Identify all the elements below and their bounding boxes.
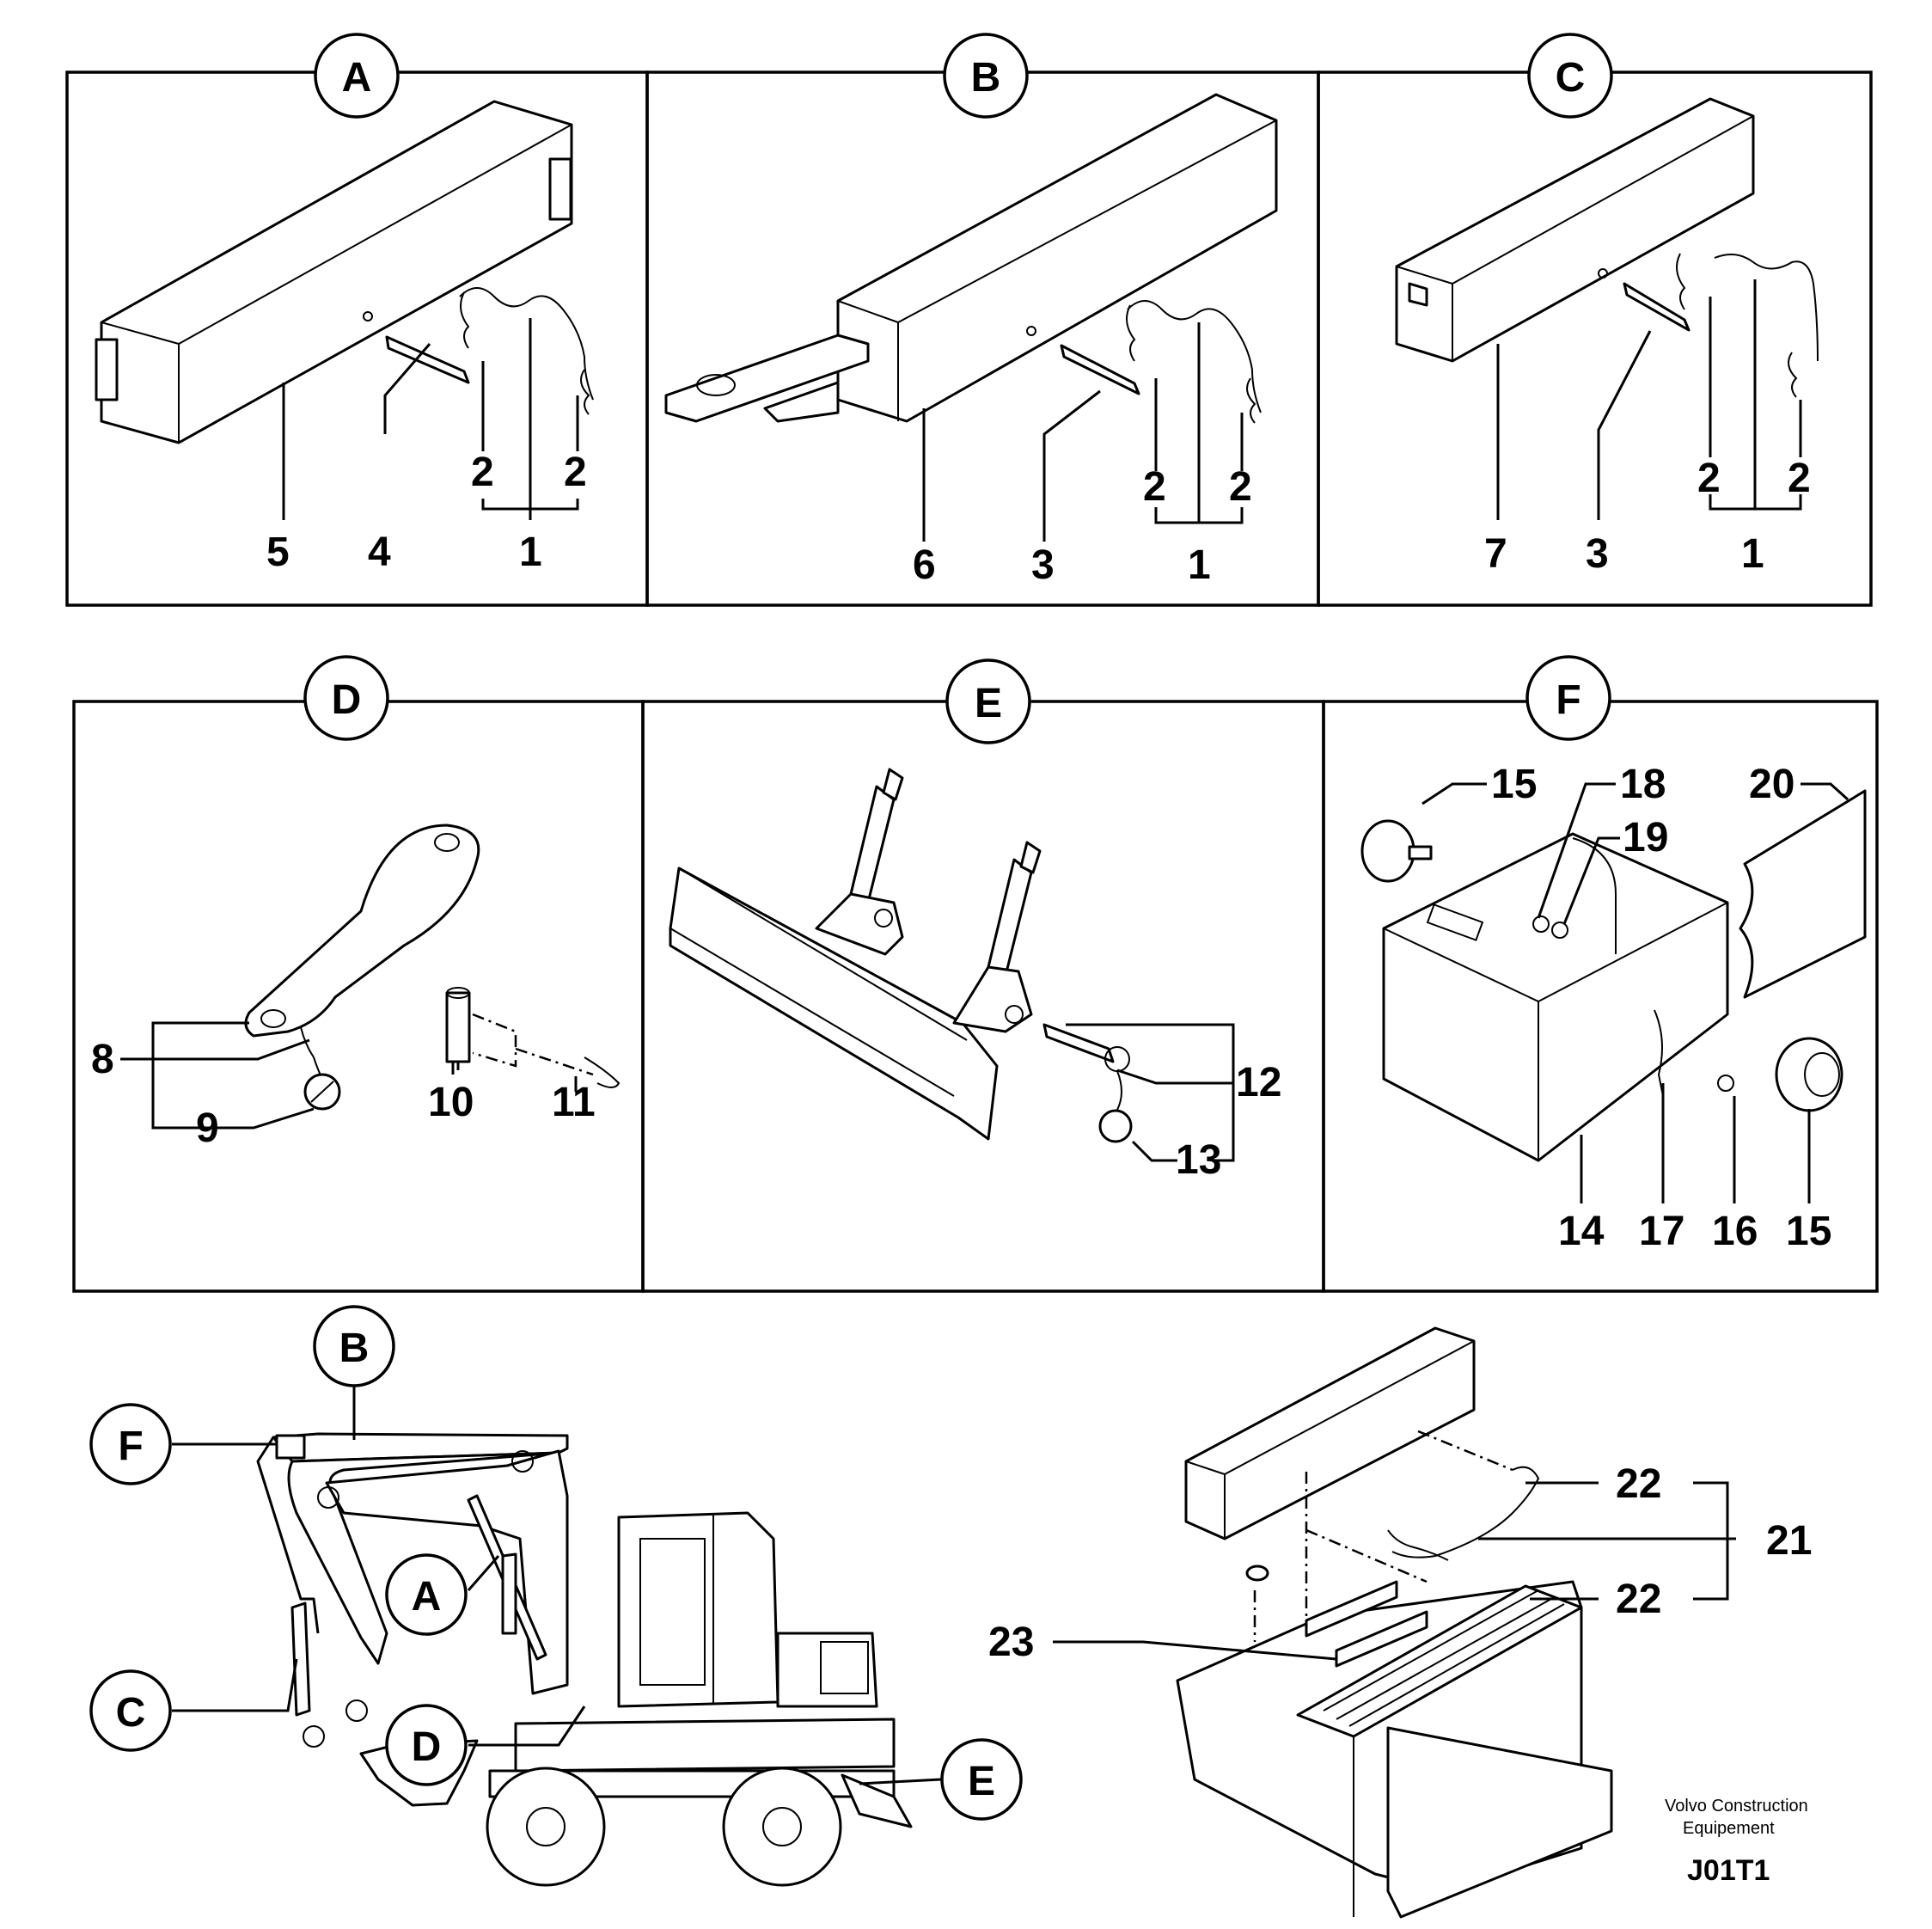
callout-15: 15: [1786, 1209, 1831, 1254]
cab: [617, 1511, 780, 1708]
chain: [459, 287, 594, 401]
callout-21: 21: [1766, 1518, 1812, 1564]
panel-e-drawing: 12 13: [669, 768, 1281, 1183]
svg-text:C: C: [116, 1690, 146, 1736]
callout-11: 11: [552, 1080, 596, 1125]
front-wheel: [486, 1767, 606, 1887]
svg-text:E: E: [968, 1759, 995, 1804]
callout-7: 7: [1484, 531, 1507, 577]
callout-18: 18: [1620, 762, 1666, 807]
knob-15: [1775, 1037, 1843, 1112]
short-beam: [1395, 97, 1755, 363]
callout-2: 2: [1788, 456, 1811, 501]
company-name-line2: Equipement: [1683, 1819, 1775, 1838]
chassis: [514, 1718, 896, 1773]
box-f: [275, 1434, 306, 1460]
callout-12: 12: [1236, 1060, 1281, 1105]
svg-text:C: C: [1556, 55, 1586, 101]
callout-2: 2: [1143, 464, 1166, 510]
callout-3: 3: [1586, 531, 1609, 577]
callout-1: 1: [1741, 531, 1764, 577]
panel-a-drawing: 5 4 1 2 2: [95, 100, 594, 575]
callout-2: 2: [471, 450, 494, 495]
overview-label-f: F: [89, 1403, 172, 1485]
storage-assembly: 22 21 22 23: [988, 1326, 1812, 1919]
company-name: Volvo Construction: [1665, 1797, 1808, 1816]
pin: [385, 335, 470, 384]
panel-c-label: C: [1527, 33, 1613, 119]
panel-a-label: A: [314, 33, 400, 119]
beam-lug: [836, 93, 1278, 423]
beam-channel: [100, 100, 573, 444]
callout-20: 20: [1749, 762, 1794, 807]
callout-2: 2: [1229, 464, 1252, 510]
callout-3: 3: [1031, 542, 1055, 588]
svg-text:A: A: [412, 1574, 442, 1620]
pin-10: [445, 991, 471, 1063]
panel-e-label: E: [945, 658, 1031, 744]
panel-b-label: B: [943, 33, 1029, 119]
svg-text:A: A: [342, 55, 372, 101]
callout-2: 2: [1697, 456, 1721, 501]
panel-d-drawing: 8 9 10 11: [91, 824, 621, 1151]
callout-8: 8: [91, 1037, 114, 1082]
callout-22: 22: [1616, 1577, 1661, 1622]
cover-20: [1739, 789, 1867, 999]
callout-17: 17: [1639, 1209, 1684, 1254]
callout-5: 5: [266, 530, 290, 575]
overview-label-c: C: [89, 1669, 172, 1752]
overview-label-b: B: [313, 1305, 395, 1387]
panel-f-label: F: [1525, 655, 1611, 741]
svg-text:F: F: [1556, 677, 1580, 723]
callout-6: 6: [913, 542, 936, 588]
callout-10: 10: [428, 1080, 474, 1125]
stored-beam: [1184, 1326, 1476, 1540]
callout-9: 9: [196, 1105, 219, 1151]
callout-19: 19: [1623, 815, 1668, 860]
svg-text:D: D: [332, 677, 362, 723]
callout-1: 1: [519, 530, 542, 575]
svg-text:D: D: [412, 1724, 442, 1770]
cylinder-left: [849, 785, 896, 904]
rear-dozer: [841, 1773, 913, 1828]
svg-text:B: B: [971, 55, 1001, 101]
svg-text:F: F: [118, 1424, 143, 1469]
svg-text:B: B: [339, 1326, 370, 1371]
callout-15: 15: [1491, 762, 1537, 807]
panel-c-drawing: 7 3 1 2 2: [1395, 97, 1819, 577]
panel-d-frame: [72, 700, 645, 1293]
callout-14: 14: [1558, 1209, 1605, 1254]
cap-13: [1098, 1109, 1133, 1143]
overview-label-d: D: [385, 1704, 468, 1786]
callout-4: 4: [368, 530, 391, 575]
knob-15: [1360, 819, 1415, 883]
excavator-overview: [256, 1432, 913, 1887]
overview-label-e: E: [940, 1738, 1023, 1821]
callout-16: 16: [1712, 1209, 1758, 1254]
cylinder-right: [987, 858, 1033, 977]
box-14: [1382, 832, 1729, 1162]
panel-d-label: D: [303, 655, 389, 741]
dozer-blade: [669, 867, 999, 1141]
rear-wheel: [722, 1767, 842, 1887]
panel-f-drawing: 15 18 19 20 14 17 16 15: [1360, 762, 1867, 1254]
svg-text:E: E: [975, 681, 1002, 726]
callout-1: 1: [1188, 542, 1211, 588]
callout-22: 22: [1616, 1461, 1661, 1507]
overview-label-a: A: [385, 1553, 468, 1636]
panel-b-drawing: 6 3 1 2 2: [664, 93, 1278, 588]
callout-2: 2: [564, 450, 587, 495]
overview-callouts: B F A C D E: [89, 1305, 1023, 1821]
arm: [244, 824, 480, 1038]
callout-13: 13: [1176, 1137, 1221, 1183]
drawing-id: J01T1: [1687, 1854, 1770, 1887]
callout-23: 23: [988, 1620, 1034, 1665]
footer: Volvo Construction Equipement J01T1: [1665, 1797, 1808, 1887]
